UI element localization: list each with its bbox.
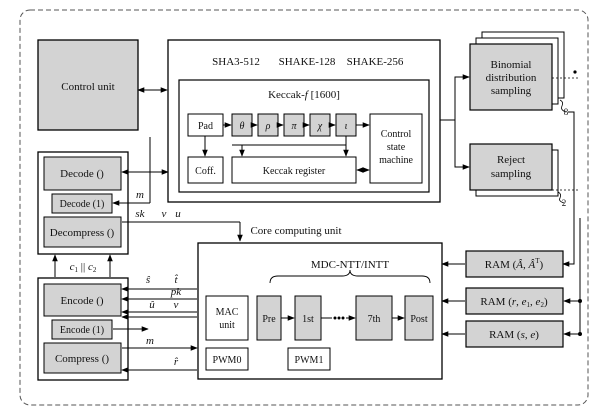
right-bus-junction-1: [578, 299, 582, 303]
control-unit-label: Control unit: [61, 81, 114, 93]
reject-label-2: sampling: [491, 168, 532, 180]
m-bottom-label: m: [146, 335, 154, 347]
shake-128-label: SHAKE-128: [279, 56, 336, 68]
decode-signal-lines: [112, 137, 243, 242]
pwm0-block: [205, 347, 249, 371]
pwm0-label: PWM0: [213, 355, 242, 366]
seventh-stage: [355, 295, 393, 341]
pi-label: π: [291, 121, 297, 132]
binomial-count-label: 8: [564, 107, 569, 117]
chi-label: χ: [317, 121, 323, 132]
mac-unit-block: [205, 295, 249, 341]
keccak-register-block: [231, 156, 357, 184]
pre-stage: [256, 295, 282, 341]
first-stage: [294, 295, 322, 341]
mdc-ntt-brace: [269, 269, 431, 284]
m-top-label: m: [136, 189, 144, 201]
ram-r-e1-e2-block: [465, 287, 564, 315]
binomial-label-1: Binomial: [491, 59, 532, 71]
r-hat-label: r̂: [174, 356, 179, 368]
encode1-block: [51, 319, 113, 340]
c1-c2-label: c1 || c2: [70, 261, 97, 274]
reject-brace: [557, 191, 565, 204]
binomial-sampling-block: [469, 43, 553, 111]
pk-label: pk: [170, 286, 183, 298]
core-unit-title: Core computing unit: [250, 225, 341, 237]
pwm1-block: [287, 347, 331, 371]
v-mid-label: v: [174, 299, 179, 311]
ram-a-hat-label: RAM (Â, ÂT): [485, 257, 544, 271]
encode-signal-lines: [113, 286, 198, 373]
mac-label-1: MAC: [216, 307, 239, 318]
fsm-label-1: Control: [381, 129, 412, 140]
s-hat-label: ŝ: [146, 274, 151, 286]
sk-label: sk: [135, 208, 145, 220]
v-top-label: v: [162, 208, 167, 220]
keccak-internal-arrows: [202, 122, 370, 173]
decompress-block: [43, 216, 122, 248]
post-stage: [404, 295, 434, 341]
right-bus-junction-2: [578, 332, 582, 336]
post-label: Post: [410, 314, 427, 325]
ram-core-arrows: [441, 218, 581, 337]
iota-label: ι: [345, 121, 348, 132]
encode-block: [43, 283, 122, 317]
shake-256-label: SHAKE-256: [347, 56, 404, 68]
decode-block: [43, 156, 122, 191]
u-hat-label: û: [149, 299, 155, 311]
hash-to-sampler-arrows: [440, 74, 470, 170]
coff-block: [187, 156, 224, 184]
binomial-dot: [573, 70, 577, 74]
ram-r-e1-e2-label: RAM (r, e1, e2): [480, 296, 548, 309]
binomial-brace: [559, 99, 567, 113]
pre-label: Pre: [262, 314, 276, 325]
decompress-label: Decompress (): [50, 227, 115, 239]
theta-label: θ: [240, 121, 245, 132]
reject-sampling-block: [469, 143, 553, 191]
rho-label: ρ: [265, 121, 271, 132]
u-top-label: u: [175, 208, 181, 220]
encode-to-decode-arrows: [52, 254, 113, 277]
ram-s-e-label: RAM (s, e): [489, 329, 539, 341]
mdc-ntt-label: MDC-NTT/INTT: [311, 259, 389, 271]
compress-label: Compress (): [55, 353, 109, 365]
decode-label: Decode (): [60, 168, 104, 180]
reject-label-1: Reject: [497, 154, 525, 166]
encode1-label: Encode (1): [60, 325, 104, 336]
fsm-label-3: machine: [379, 155, 413, 166]
compress-block: [43, 342, 122, 374]
binomial-label-2: distribution: [486, 72, 537, 84]
outer-dashed-frame: [19, 9, 589, 406]
sha3-512-label: SHA3-512: [212, 56, 260, 68]
decode1-label: Decode (1): [60, 199, 105, 210]
ram-a-hat-block: [465, 250, 564, 278]
keccak-register-label: Keccak register: [263, 166, 326, 177]
pad-label: Pad: [198, 121, 213, 132]
sampler-to-ram-bus: [562, 111, 575, 267]
coff-label: Coff.: [195, 166, 216, 177]
fsm-block: [369, 113, 423, 184]
seventh-label: 7th: [368, 314, 381, 325]
pwm1-label: PWM1: [295, 355, 324, 366]
binomial-label-3: sampling: [491, 85, 532, 97]
sampler-dotted-links: [552, 77, 580, 191]
decode1-block: [51, 193, 113, 214]
encode-label: Encode (): [60, 295, 103, 307]
ram-s-e-block: [465, 320, 564, 348]
ntt-ellipsis-dots: [333, 316, 345, 320]
t-hat-label: t̂: [174, 274, 179, 286]
first-label: 1st: [302, 314, 314, 325]
keccak-title: Keccak-f [1600]: [268, 89, 340, 101]
mac-label-2: unit: [219, 320, 235, 331]
fsm-label-2: state: [387, 142, 406, 153]
control-unit-block: [37, 39, 139, 131]
